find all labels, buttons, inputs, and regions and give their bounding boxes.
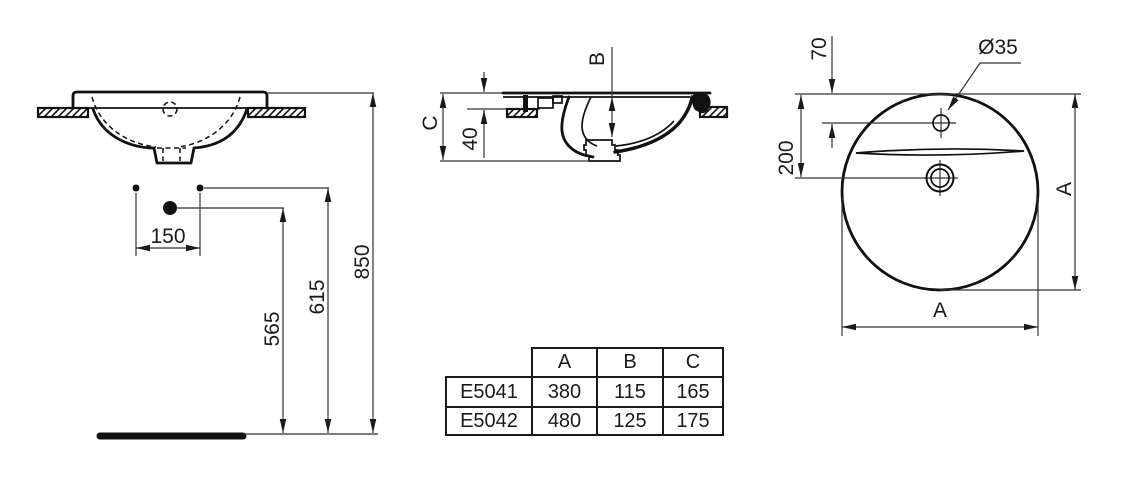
- inner-bowl-edge: [855, 148, 1025, 156]
- dimension-A-horizontal: A: [841, 197, 1039, 336]
- dimension-C: C: [419, 94, 447, 160]
- dimension-A-vertical: A: [1053, 94, 1079, 290]
- basin-bowl-outline: [91, 107, 249, 165]
- fixing-clamp: [523, 95, 528, 112]
- dim-label-dia35: Ø35: [978, 36, 1018, 59]
- dim-label-C: C: [419, 115, 442, 130]
- value-cell: 165: [662, 376, 724, 408]
- model-cell: E5042: [445, 406, 533, 436]
- top-view: 70 200 Ø35 A A: [775, 36, 1081, 336]
- section-counter-hatch-right: [698, 105, 729, 119]
- reference-point-right: [196, 184, 204, 192]
- basin-rim-outline: [71, 90, 269, 110]
- dimension-tap-diameter: Ø35: [947, 36, 1021, 111]
- dim-label-565: 565: [261, 311, 284, 346]
- table-corner-cell: [446, 348, 532, 377]
- countertop-hatch-left: [36, 106, 90, 119]
- drain-reference-point: [163, 201, 177, 215]
- table-row: E5041 380 115 165: [445, 376, 724, 408]
- tap-hole: [822, 108, 956, 138]
- value-cell: 125: [596, 406, 664, 436]
- table-row: E5042 480 125 175: [445, 406, 724, 436]
- reference-point-left: [132, 184, 140, 192]
- value-cell: 480: [531, 406, 598, 436]
- dimension-150: 150: [135, 193, 201, 256]
- dim-label-A-vertical: A: [1053, 182, 1076, 196]
- dimension-850: 850: [351, 93, 377, 433]
- front-elevation-view: 150 565 615 850: [36, 90, 378, 440]
- drain-flange-steps: [583, 139, 621, 162]
- countertop-hatch-right: [246, 106, 307, 119]
- table-header-row: A B C: [446, 347, 724, 378]
- model-cell: E5041: [445, 376, 533, 408]
- drain-hole: [795, 160, 958, 196]
- value-cell: 115: [596, 376, 664, 408]
- section-bowl-curve: [613, 95, 694, 154]
- dimension-565: 565: [261, 208, 287, 433]
- dimension-table: A B C E5041 380 115 165 E5042 480 125 17…: [445, 347, 724, 436]
- dimension-70: 70: [808, 36, 836, 148]
- table-header-B: B: [596, 347, 664, 378]
- basin-inner-bowl-hidden-lines: [91, 96, 241, 161]
- dimension-200: 200: [775, 95, 805, 177]
- dim-label-850: 850: [351, 244, 374, 279]
- dim-label-615: 615: [306, 279, 329, 314]
- tap-hole-front-hidden: [162, 101, 178, 117]
- dimension-B: B: [586, 47, 616, 137]
- dimension-40: 40: [459, 72, 488, 158]
- section-counter-hatch-left: [505, 107, 539, 119]
- drain-pipe-inner-wall: [581, 96, 598, 147]
- table-header-C: C: [662, 347, 724, 378]
- dim-label-200: 200: [775, 140, 798, 175]
- dim-label-70: 70: [808, 37, 831, 60]
- dim-label-40: 40: [459, 127, 482, 150]
- dimension-615: 615: [306, 188, 332, 433]
- dim-label-B: B: [586, 52, 609, 66]
- value-cell: 380: [531, 376, 598, 408]
- table-header-A: A: [531, 347, 598, 378]
- section-view: C 40 B: [419, 47, 729, 162]
- dim-label-A-horizontal: A: [933, 299, 947, 322]
- dim-label-150: 150: [150, 225, 185, 248]
- value-cell: 175: [662, 406, 724, 436]
- drain-pipe-outer-wall: [560, 95, 595, 159]
